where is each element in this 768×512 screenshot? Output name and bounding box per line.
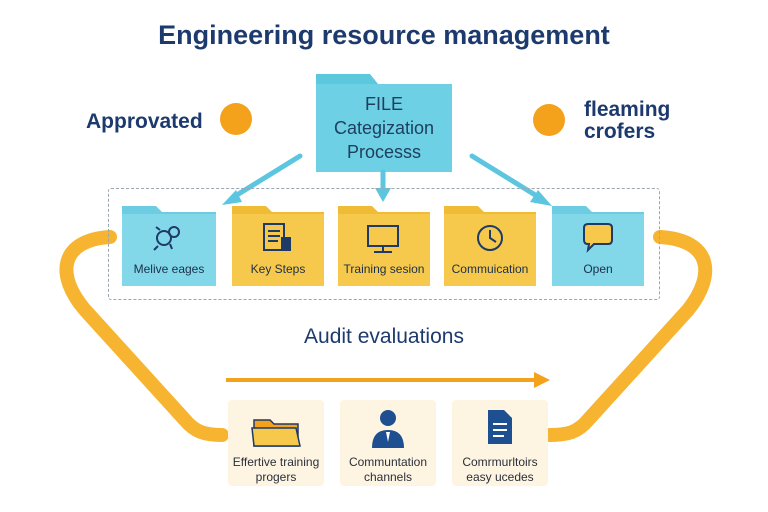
process-box-label: FILE Categization Processs (316, 92, 452, 164)
process-line-3: Processs (346, 142, 422, 162)
right-status-label: fleaming crofers (584, 99, 670, 143)
folder-training-sesion[interactable] (338, 202, 430, 286)
speech-bubble-icon (583, 223, 613, 253)
card-label-3-line-2: easy ucedes (466, 470, 534, 484)
card-comrmurltoirs[interactable] (452, 400, 548, 486)
folder-melive-eages[interactable] (122, 202, 216, 286)
card-communtation-channels[interactable] (340, 400, 436, 486)
document-icon (263, 223, 291, 251)
folder-open[interactable] (552, 202, 644, 286)
card-label-1: Effertive training progers (217, 455, 335, 485)
left-status-label: Approvated (86, 110, 203, 133)
folder-label-5: Open (583, 262, 613, 276)
folder-commuication[interactable] (444, 202, 536, 286)
flow-arrows (222, 153, 552, 206)
card-label-3: Comrmurltoirs easy ucedes (441, 455, 559, 485)
card-label-2-line-1: Communtation (348, 455, 428, 469)
progress-arrow (226, 372, 550, 388)
left-status-dot (220, 103, 252, 135)
card-label-2: Communtation channels (329, 455, 447, 485)
right-loop-band (543, 230, 713, 442)
gears-icon (153, 226, 180, 251)
folder-group-frame (108, 188, 660, 300)
card-label-2-line-2: channels (363, 470, 413, 484)
monitor-icon (367, 225, 399, 253)
folder-label-1: Melive eages (133, 262, 205, 276)
page-title: Engineering resource management (158, 20, 610, 50)
folder-label-2: Key Steps (250, 262, 306, 276)
process-line-2: Categization (333, 118, 435, 138)
right-label-line-2: crofers (584, 120, 656, 143)
folder-label-3: Training sesion (343, 262, 425, 276)
section-heading: Audit evaluations (304, 325, 464, 348)
folder-icon (251, 419, 301, 447)
process-line-1: FILE (364, 94, 403, 114)
folder-key-steps[interactable] (232, 202, 324, 286)
card-label-1-line-2: progers (255, 470, 297, 484)
right-label-line-1: fleaming (584, 98, 671, 121)
card-label-3-line-1: Comrmurltoirs (462, 455, 538, 469)
card-effertive-training[interactable] (228, 400, 324, 486)
person-icon (372, 410, 404, 448)
clock-icon (477, 225, 503, 251)
right-status-dot (533, 104, 565, 136)
process-folder-icon (316, 74, 452, 172)
folder-label-4: Commuication (451, 262, 529, 276)
left-loop-band (59, 230, 229, 442)
document-icon (488, 410, 512, 444)
card-label-1-line-1: Effertive training (232, 455, 320, 469)
